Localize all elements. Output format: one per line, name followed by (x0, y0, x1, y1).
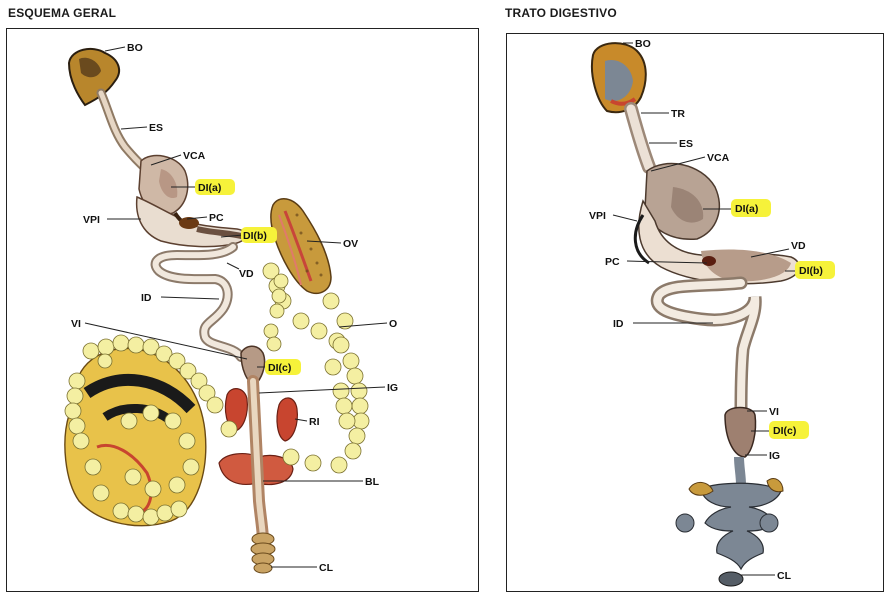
egg (165, 413, 181, 429)
egg (333, 383, 349, 399)
label-id: ID (613, 318, 624, 330)
label-di-c: DI(c) (773, 425, 796, 437)
egg (113, 335, 129, 351)
egg (179, 433, 195, 449)
label-di-c: DI(c) (268, 362, 291, 374)
egg (121, 413, 137, 429)
egg (67, 388, 83, 404)
egg (171, 501, 187, 517)
label-cl: CL (777, 570, 792, 582)
label-o: O (389, 318, 397, 330)
label-es: ES (679, 138, 693, 150)
egg (339, 413, 355, 429)
egg (352, 398, 368, 414)
egg (83, 343, 99, 359)
label-di-a: DI(a) (735, 203, 758, 215)
egg (347, 368, 363, 384)
egg (73, 433, 89, 449)
label-vca: VCA (707, 152, 730, 164)
buccal-organ (69, 49, 119, 105)
egg (345, 443, 361, 459)
egg (351, 383, 367, 399)
label-es: ES (149, 122, 163, 134)
egg (333, 337, 349, 353)
label-vpi: VPI (589, 210, 606, 222)
egg (264, 324, 278, 338)
rectum-ri (277, 398, 297, 441)
egg (128, 506, 144, 522)
label-bo: BO (635, 38, 651, 50)
egg (331, 457, 347, 473)
label-vpi: VPI (83, 214, 100, 226)
egg (125, 469, 141, 485)
label-vd: VD (791, 240, 806, 252)
label-ri: RI (309, 416, 320, 428)
label-vca: VCA (183, 150, 206, 162)
label-id: ID (141, 292, 152, 304)
egg (283, 449, 299, 465)
left-panel-title: ESQUEMA GERAL (8, 6, 116, 20)
general-scheme-panel: BO ES VCA DI(a) VPI PC DI(b) OV VD ID O … (6, 28, 479, 592)
label-tr: TR (671, 108, 685, 120)
egg (311, 323, 327, 339)
label-pc: PC (209, 212, 224, 224)
egg (169, 477, 185, 493)
egg (145, 481, 161, 497)
egg (93, 485, 109, 501)
egg (221, 421, 237, 437)
label-ov: OV (343, 238, 358, 250)
label-ig: IG (387, 382, 398, 394)
label-vd: VD (239, 268, 254, 280)
egg (69, 373, 85, 389)
egg (65, 403, 81, 419)
ventriculus-vi (725, 408, 756, 458)
egg (113, 503, 129, 519)
egg (207, 397, 223, 413)
label-di-b: DI(b) (799, 265, 823, 277)
egg (143, 405, 159, 421)
egg (183, 459, 199, 475)
label-cl: CL (319, 562, 334, 574)
egg (274, 274, 288, 288)
digestive-tract-diagram: BO TR ES VCA DI(a) VPI VD PC DI(b) ID VI… (507, 34, 883, 591)
egg (325, 359, 341, 375)
egg (157, 505, 173, 521)
egg (98, 354, 112, 368)
egg (85, 459, 101, 475)
label-ig: IG (769, 450, 780, 462)
egg (323, 293, 339, 309)
egg (128, 337, 144, 353)
egg (293, 313, 309, 329)
label-vi: VI (71, 318, 81, 330)
egg (343, 353, 359, 369)
egg (98, 339, 114, 355)
label-di-b: DI(b) (243, 230, 267, 242)
egg (349, 428, 365, 444)
label-vi: VI (769, 406, 779, 418)
egg (143, 509, 159, 525)
digestive-tract-panel: BO TR ES VCA DI(a) VPI VD PC DI(b) ID VI… (506, 33, 884, 592)
egg (267, 337, 281, 351)
egg (270, 304, 284, 318)
egg (272, 289, 286, 303)
general-scheme-diagram: BO ES VCA DI(a) VPI PC DI(b) OV VD ID O … (7, 29, 478, 591)
label-bo: BO (127, 42, 143, 54)
label-bl: BL (365, 476, 380, 488)
egg (336, 398, 352, 414)
egg (305, 455, 321, 471)
label-di-a: DI(a) (198, 182, 221, 194)
egg (69, 418, 85, 434)
label-pc: PC (605, 256, 620, 268)
right-panel-title: TRATO DIGESTIVO (505, 6, 617, 20)
